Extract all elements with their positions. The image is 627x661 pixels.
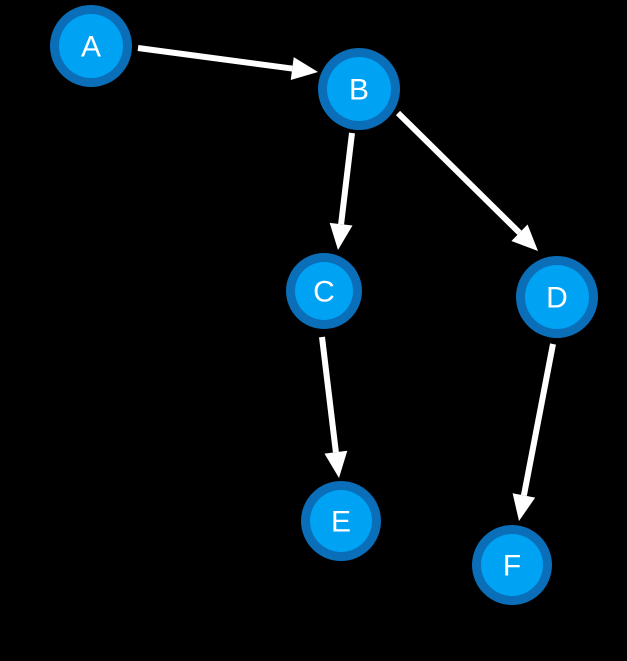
nodes-layer: A B C D E F	[50, 5, 598, 605]
edges-layer	[137, 45, 556, 521]
graph-node-a[interactable]: A	[50, 5, 132, 87]
node-fill-b	[327, 57, 391, 121]
graph-node-f[interactable]: F	[472, 525, 552, 605]
edge-line-a-b	[137, 45, 293, 72]
node-label-a: A	[81, 31, 101, 64]
node-label-f: F	[503, 550, 521, 583]
edge-arrowhead-b-d	[511, 224, 538, 251]
node-label-b: B	[349, 74, 369, 107]
graph-node-d[interactable]: D	[516, 256, 598, 338]
graph-edge-c-e[interactable]	[319, 336, 348, 478]
edge-arrowhead-b-c	[329, 222, 353, 250]
graph-edge-d-f[interactable]	[512, 343, 556, 521]
graph-edge-a-b[interactable]	[137, 45, 318, 80]
node-label-e: E	[331, 506, 351, 539]
edge-line-d-f	[520, 343, 556, 497]
edge-arrowhead-d-f	[512, 493, 536, 521]
edge-line-b-d	[395, 110, 522, 235]
graph-edge-b-d[interactable]	[395, 110, 538, 251]
edge-arrowhead-a-b	[290, 57, 318, 80]
graph-edge-b-c[interactable]	[329, 132, 355, 250]
node-fill-a	[59, 14, 123, 78]
edge-arrowhead-c-e	[324, 450, 348, 478]
node-fill-c	[295, 262, 353, 320]
graph-node-c[interactable]: C	[286, 253, 362, 329]
node-fill-e	[310, 490, 372, 552]
graph-node-b[interactable]: B	[318, 48, 400, 130]
edge-line-c-e	[319, 336, 339, 453]
node-fill-f	[481, 534, 543, 596]
node-fill-d	[525, 265, 589, 329]
graph-node-e[interactable]: E	[301, 481, 381, 561]
node-label-c: C	[313, 276, 335, 309]
node-label-d: D	[546, 282, 568, 315]
edge-line-b-c	[338, 132, 355, 225]
